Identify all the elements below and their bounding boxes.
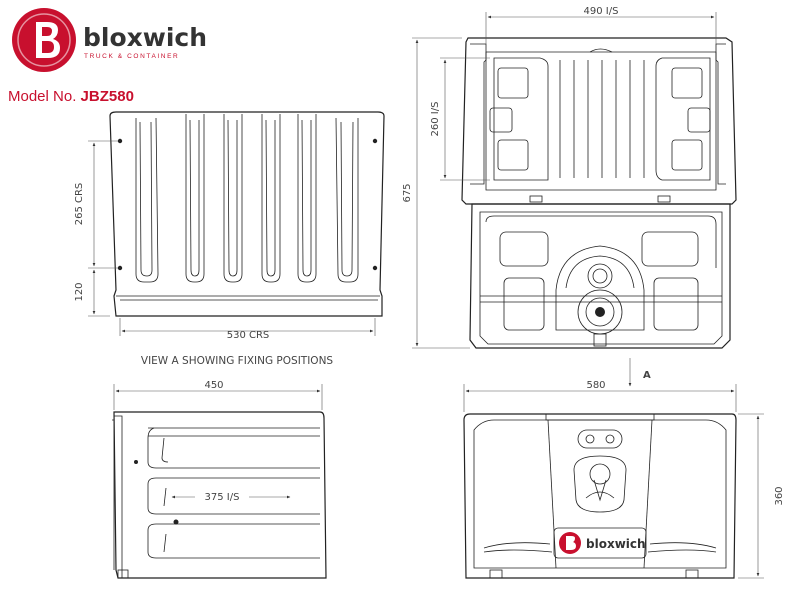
top-view-drawing	[412, 12, 737, 387]
brand-tagline: TRUCK & CONTAINER	[84, 53, 179, 60]
dim-375-is: 375 I/S	[205, 492, 240, 503]
dim-490-is: 490 I/S	[584, 6, 619, 17]
dim-580: 580	[586, 380, 605, 391]
model-number: Model No. JBZ580	[8, 88, 134, 105]
view-a-drawing	[88, 111, 385, 336]
view-a-arrow-label: A	[643, 370, 651, 381]
dim-450: 450	[204, 380, 223, 391]
brand-name: bloxwich	[83, 23, 207, 52]
dim-265-crs: 265 CRS	[74, 183, 85, 226]
dim-360: 360	[774, 486, 785, 505]
view-a-caption: VIEW A SHOWING FIXING POSITIONS	[141, 355, 334, 367]
model-label: Model No.	[8, 88, 76, 105]
dim-120: 120	[74, 282, 85, 301]
brand-logo: bloxwich TRUCK & CONTAINER	[12, 8, 207, 72]
model-value: JBZ580	[81, 88, 134, 105]
red-circle-b-icon	[12, 8, 76, 72]
side-view-drawing	[112, 384, 327, 579]
dim-675: 675	[402, 183, 413, 202]
dim-260-is: 260 I/S	[430, 102, 441, 137]
dim-530-crs: 530 CRS	[227, 330, 270, 341]
front-view-drawing	[463, 384, 764, 579]
front-badge-name: bloxwich	[586, 537, 646, 551]
